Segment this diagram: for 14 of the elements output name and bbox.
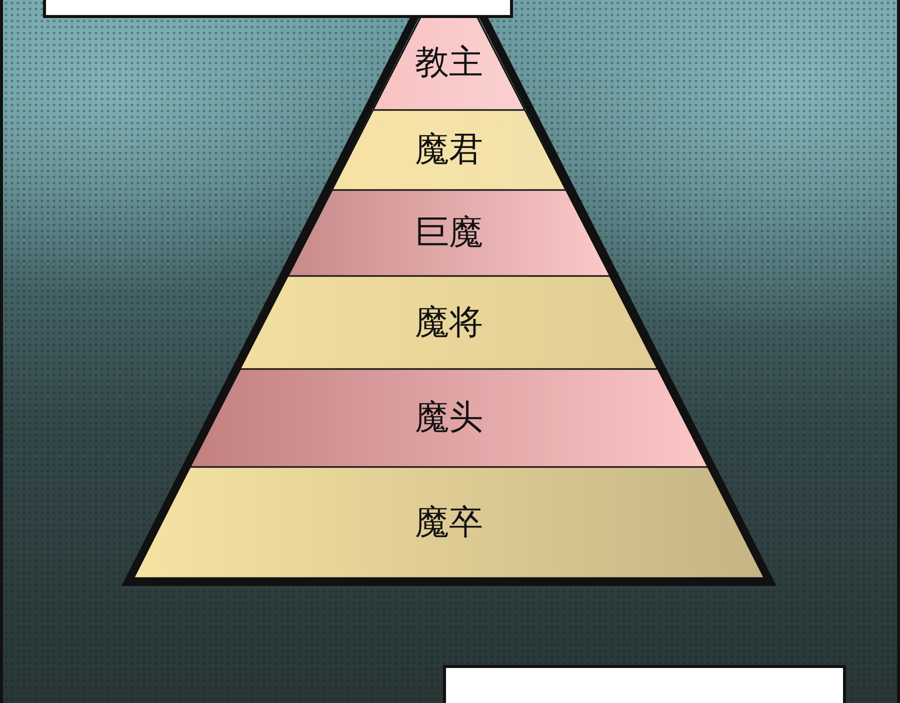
empty-caption-box — [443, 665, 846, 703]
pyramid-tier — [288, 190, 610, 276]
pyramid-tier — [132, 467, 765, 578]
empty-caption-box — [43, 0, 513, 18]
tier-label: 巨魔 — [414, 214, 483, 252]
tier-label: 魔头 — [414, 399, 483, 437]
pyramid-tier — [373, 16, 525, 110]
pyramid-tier — [240, 276, 658, 369]
tier-label: 魔将 — [414, 304, 483, 342]
tier-label: 魔卒 — [414, 504, 483, 542]
tier-label: 魔君 — [414, 131, 483, 169]
pyramid-tier — [190, 369, 708, 467]
pyramid-tier — [332, 110, 566, 190]
tier-label: 教主 — [414, 44, 483, 82]
